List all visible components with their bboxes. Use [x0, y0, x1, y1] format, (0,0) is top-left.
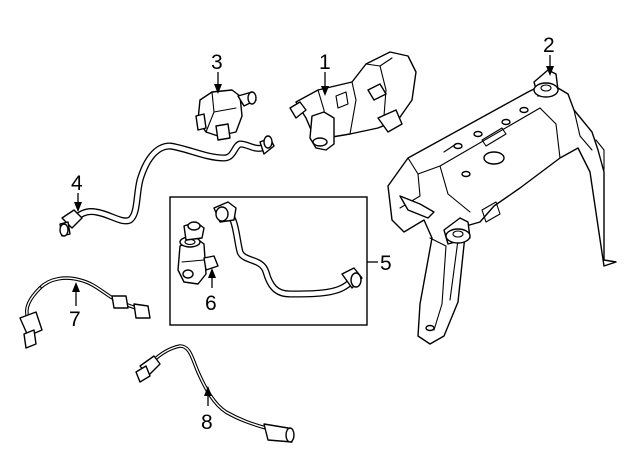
callout-5: 5	[380, 252, 392, 275]
callout-1: 1	[319, 51, 331, 74]
callout-7: 7	[69, 308, 81, 331]
leak-detection-pump-box	[169, 196, 368, 326]
callout-8: 8	[201, 411, 213, 434]
callout-2: 2	[543, 34, 555, 57]
canister-bracket[interactable]	[387, 69, 617, 345]
leak-detection-hose[interactable]	[213, 201, 363, 298]
callout-4: 4	[71, 172, 83, 195]
leak-detection-pump[interactable]	[177, 221, 219, 285]
oxygen-sensor-8[interactable]	[135, 344, 295, 443]
vent-hose[interactable]	[59, 135, 275, 237]
callout-6: 6	[205, 292, 217, 315]
oxygen-sensor-7[interactable]	[19, 276, 151, 349]
leaders	[72, 55, 554, 406]
callout-3: 3	[211, 51, 223, 74]
purge-valve[interactable]	[195, 89, 257, 141]
vapor-canister[interactable]	[289, 51, 417, 151]
